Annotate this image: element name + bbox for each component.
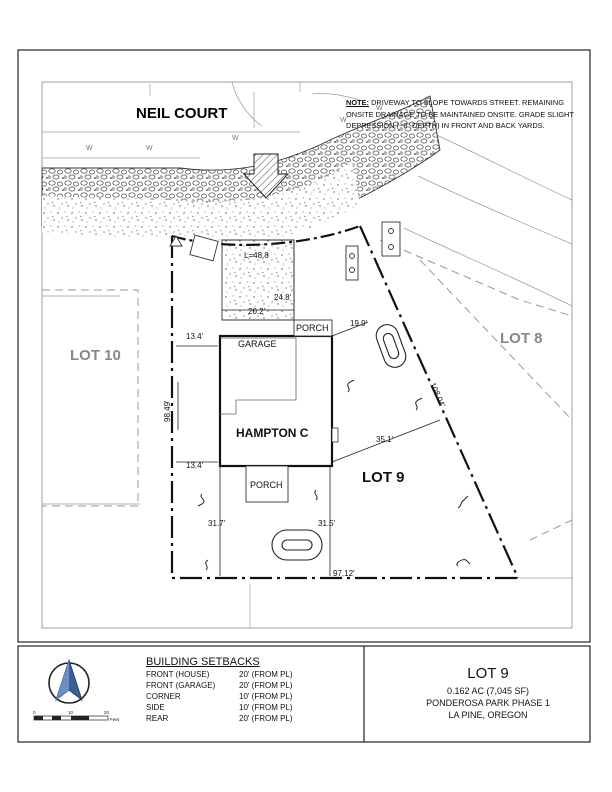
lot-title: LOT 9 [467,665,509,682]
driveway-width-dim: 20.2' [248,307,266,316]
scale-tick-0: 0 [33,710,36,715]
side-right-top-dim: 19.9' [350,319,368,328]
lot-boundary-left-rear [170,236,518,580]
setbacks-heading: BUILDING SETBACKS [146,656,260,668]
rear-porch [245,465,289,503]
scale-tick-10: 10 [68,710,74,715]
scale-unit: Feet [110,717,120,722]
street-name: NEIL COURT [136,105,227,122]
drainage-arrow-icon [242,153,290,199]
location: LA PINE, OREGON [448,710,528,720]
drainage-note: NOTE: DRIVEWAY TO SLOPE TOWARDS STREET. … [346,97,582,132]
lot-boundary-right [358,225,520,579]
scale-bar [33,715,109,721]
house-model-label: HAMPTON C [236,426,309,440]
rear-left-dim: 31.7' [208,519,226,528]
garage-label: GARAGE [238,339,277,349]
svg-text:W: W [376,105,383,112]
lot-rear-edge-dim: 97.12' [333,569,355,578]
svg-text:W: W [86,145,93,152]
garage-outline [220,337,297,415]
drywell-icons [271,324,407,561]
setback-left-bottom-dim: 13.4' [186,461,204,470]
note-text: DRIVEWAY TO SLOPE TOWARDS STREET. REMAIN… [346,98,574,130]
lot-right-edge-dim: 108.04' [428,381,447,409]
neighbor-lot-lines [42,239,573,541]
lot-8-label: LOT 8 [500,330,543,347]
drainage-flow-icons [197,379,471,571]
subdivision-name: PONDEROSA PARK PHASE 1 [426,698,550,708]
setback-row: FRONT (GARAGE)20' (FROM PL) [146,681,293,690]
driveway-depth-dim: 24.8' [274,293,292,302]
road-edge-speckle [42,162,360,244]
rear-right-dim: 31.5' [318,519,336,528]
note-label: NOTE: [346,98,369,107]
lot-left-edge-dim: 98.49' [163,400,172,422]
lot-9-label: LOT 9 [362,469,405,486]
dimension-lines [176,240,441,576]
front-property-line [171,224,361,246]
side-right-mid-dim: 35.1' [376,435,394,444]
front-porch [293,319,333,337]
title-block-frame [17,645,591,743]
lot-10-label: LOT 10 [70,347,121,364]
background-linework [42,81,573,628]
arc-length-dim: L=48.8 [244,251,269,260]
water-line-marks: W W W W W [86,105,383,152]
front-porch-label: PORCH [296,323,329,333]
svg-text:W: W [340,117,347,124]
house-footprint [218,334,334,468]
setback-left-top-dim: 13.4' [186,332,204,341]
setback-row: FRONT (HOUSE)20' (FROM PL) [146,670,293,679]
drawing-frame [17,49,591,643]
scale-tick-20: 20 [104,710,110,715]
rear-porch-label: PORCH [250,480,283,490]
north-arrow-icon [48,658,90,704]
utility-boxes [169,221,401,281]
building-setbacks-table: BUILDING SETBACKS FRONT (HOUSE)20' (FROM… [146,657,346,724]
lot-info-block: LOT 9 0.162 AC (7,045 SF) PONDEROSA PARK… [368,664,608,721]
lot-area: 0.162 AC (7,045 SF) [446,686,530,696]
svg-text:W: W [232,135,239,142]
map-frame [41,81,573,629]
svg-text:W: W [146,145,153,152]
